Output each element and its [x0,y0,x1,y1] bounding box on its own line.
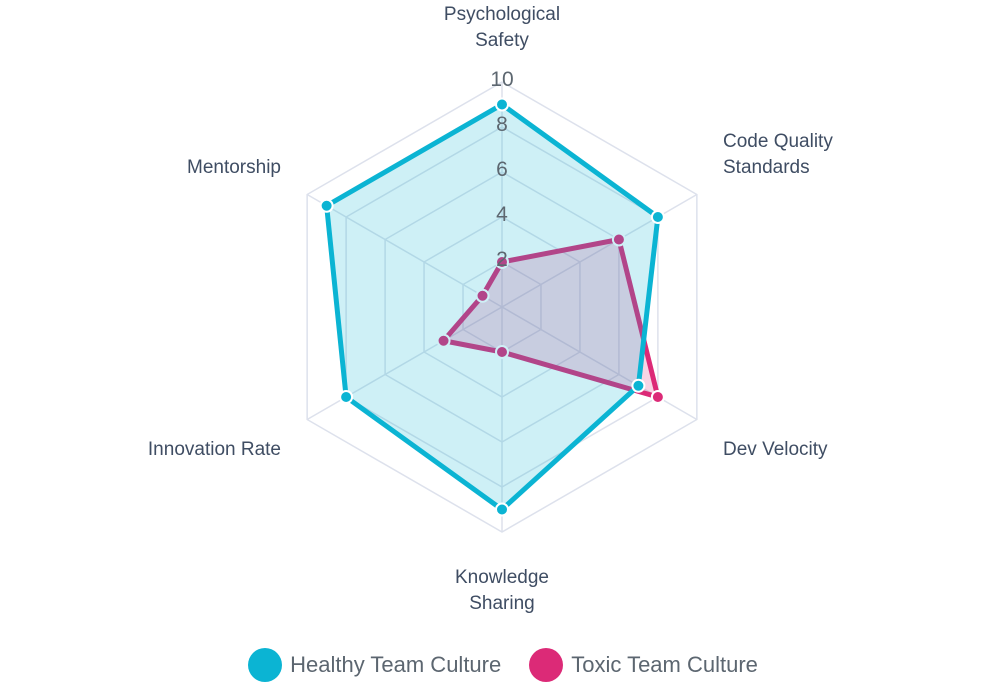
grid-spoke [306,306,503,421]
tick-label: 6 [496,158,508,181]
data-point-toxic-1 [611,232,626,247]
legend-swatch-healthy [248,648,283,682]
axis-label: Innovation Rate [148,439,281,460]
legend-label-toxic: Toxic Team Culture [571,652,758,677]
grid-spoke [501,306,698,421]
series-area-healthy [324,102,661,512]
data-point-healthy-3 [495,502,509,517]
data-point-healthy-5 [319,198,334,213]
data-point-healthy-2 [631,378,646,393]
axis-label: Mentorship [187,157,281,178]
grid-spoke [306,193,503,308]
data-point-healthy-4 [339,390,354,404]
tick-label: 8 [496,113,508,136]
data-point-toxic-4 [436,333,451,348]
tick-label: 4 [496,203,508,226]
data-point-toxic-5 [475,288,490,303]
grid-spoke [501,193,698,308]
data-point-healthy-0 [495,97,509,112]
tick-label: 10 [490,68,513,91]
legend-item-toxic[interactable]: Toxic Team Culture [529,648,758,682]
legend-swatch-toxic [529,648,564,682]
data-point-toxic-0 [495,255,509,269]
legend: Healthy Team Culture Toxic Team Culture [0,648,1006,682]
axis-label: Dev Velocity [723,439,828,460]
data-point-toxic-2 [650,390,665,404]
legend-item-healthy[interactable]: Healthy Team Culture [248,648,501,682]
data-point-healthy-1 [650,210,665,224]
tick-label: 2 [496,248,508,271]
legend-label-healthy: Healthy Team Culture [290,652,502,677]
data-point-toxic-3 [495,345,509,359]
